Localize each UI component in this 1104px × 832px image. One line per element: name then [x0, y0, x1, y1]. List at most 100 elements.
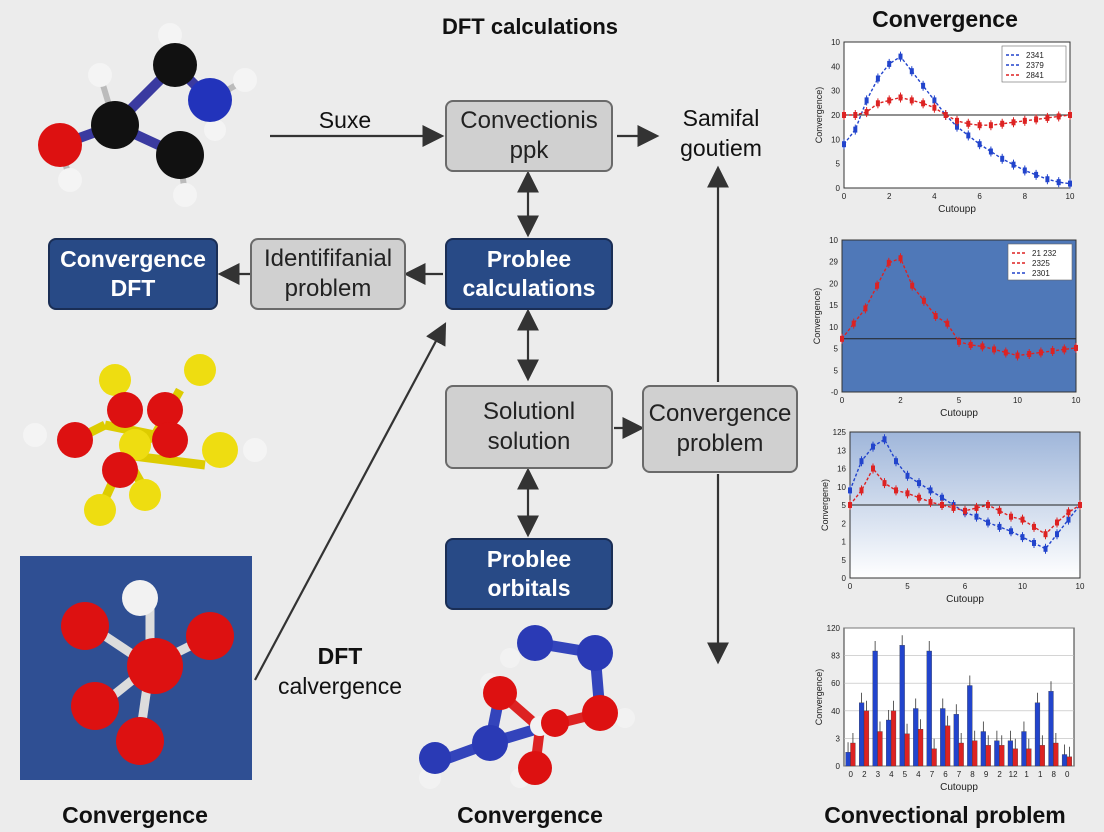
x-tick-label: 8 — [1023, 192, 1028, 201]
data-point — [886, 259, 891, 266]
data-point — [1045, 114, 1050, 121]
bar — [1012, 748, 1018, 767]
molecule-ring — [419, 625, 635, 789]
caption-bottom-center: Convergence — [457, 802, 603, 828]
data-point — [940, 502, 944, 508]
bar — [850, 742, 856, 767]
data-point — [863, 305, 868, 312]
data-point — [921, 100, 926, 107]
data-point — [1034, 116, 1039, 123]
data-point — [909, 97, 914, 104]
bar — [980, 731, 986, 767]
data-point — [1032, 523, 1036, 530]
data-point — [968, 341, 973, 348]
x-tick-label: 8 — [1051, 770, 1056, 779]
data-point — [1056, 179, 1061, 186]
data-point — [1000, 155, 1005, 162]
data-point — [905, 472, 910, 479]
data-point — [997, 523, 1002, 530]
y-tick-label: 0 — [836, 762, 841, 771]
y-axis-label: Convergene) — [820, 479, 830, 531]
y-tick-label: 10 — [831, 135, 840, 144]
y-tick-label: 0 — [842, 574, 847, 583]
data-point — [945, 320, 950, 327]
molecule-oxygen-cluster — [61, 580, 234, 765]
bar — [1021, 731, 1027, 767]
bar — [999, 745, 1005, 767]
data-point — [1066, 516, 1071, 523]
data-point — [882, 480, 887, 487]
bar — [940, 708, 946, 767]
bar — [872, 650, 878, 767]
x-tick-label: 1 — [1024, 770, 1029, 779]
y-tick-label: 3 — [836, 734, 841, 743]
data-point — [1043, 545, 1048, 552]
x-axis-label: Cutoupp — [946, 594, 984, 605]
bar — [1007, 740, 1013, 767]
bar — [904, 733, 910, 767]
bar — [953, 714, 959, 767]
y-tick-label: -0 — [831, 388, 839, 397]
bar — [994, 740, 1000, 767]
box-problee-calc-line2: calculations — [462, 275, 596, 301]
caption-bottom-left: Convergence — [62, 802, 208, 828]
diagram-title: DFT calculations — [441, 14, 619, 39]
x-tick-label: 0 — [849, 770, 854, 779]
bar — [917, 729, 924, 767]
bar — [1053, 742, 1059, 767]
box-identify-line2: problem — [284, 275, 372, 302]
x-tick-label: 1 — [1038, 770, 1043, 779]
data-point — [1020, 516, 1025, 523]
data-point — [957, 338, 961, 345]
data-point — [851, 320, 856, 327]
dft-label-line2: calvergence — [277, 672, 403, 699]
data-point — [871, 443, 875, 450]
data-point — [986, 502, 990, 508]
dft-convergence-label: DFT calvergence — [265, 642, 415, 702]
data-point — [853, 126, 858, 133]
data-point — [1068, 180, 1072, 187]
data-point — [898, 94, 903, 101]
x-tick-label: 10 — [1066, 192, 1075, 201]
bar — [913, 708, 919, 767]
data-point — [966, 132, 971, 139]
data-point — [848, 502, 852, 508]
x-tick-label: 3 — [876, 770, 881, 779]
bar — [863, 710, 870, 767]
data-point — [988, 148, 993, 155]
data-point — [933, 313, 938, 319]
legend-label: 2841 — [1026, 71, 1044, 80]
y-tick-label: 0 — [836, 184, 841, 193]
box-convectionis-line2: ppk — [509, 137, 549, 164]
y-tick-label: 5 — [842, 556, 847, 565]
data-point — [887, 60, 892, 67]
y-tick-label: 20 — [831, 111, 840, 120]
right-label: Samifal goutiem — [656, 104, 786, 164]
data-point — [1022, 167, 1027, 174]
data-point — [974, 504, 979, 511]
x-axis-label: Cutoupp — [940, 782, 978, 792]
data-point — [974, 513, 979, 520]
y-axis-label: Convergence) — [812, 288, 822, 345]
caption-bottom-right: Convectional problem — [824, 802, 1066, 828]
box-convectionis-line1: Convectionis — [460, 107, 598, 134]
y-tick-label: 5 — [836, 160, 841, 169]
x-tick-label: 9 — [984, 770, 989, 779]
data-point — [1011, 161, 1016, 168]
x-tick-label: 10 — [1072, 396, 1081, 405]
bar — [967, 685, 973, 767]
legend-label: 2301 — [1032, 269, 1050, 278]
bar — [877, 731, 883, 767]
data-point — [940, 494, 944, 501]
data-point — [963, 507, 967, 514]
right-label-line1: Samifal — [682, 105, 760, 131]
y-tick-label: 29 — [829, 258, 838, 267]
x-tick-label: 8 — [970, 770, 975, 779]
data-point — [905, 490, 910, 497]
molecule-sulfur — [23, 354, 267, 526]
